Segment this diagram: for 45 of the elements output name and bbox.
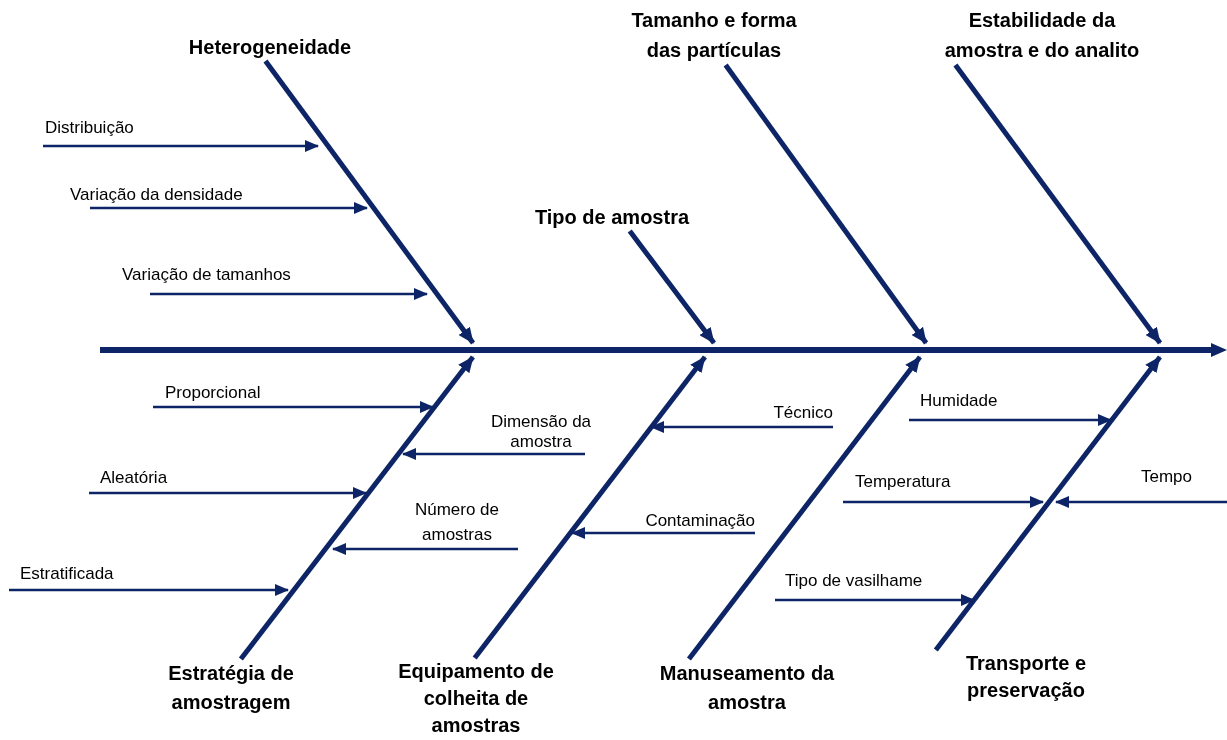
spine-arrow: [100, 343, 1227, 357]
arrow: [650, 421, 833, 433]
arrow: [571, 527, 755, 539]
cause-label: Número de amostras: [396, 497, 518, 549]
arrow: [332, 543, 518, 555]
arrow: [627, 229, 716, 345]
arrow: [238, 355, 475, 661]
cause-label: Variação da densidade: [70, 184, 243, 208]
arrow: [9, 584, 289, 596]
arrow: [153, 401, 434, 413]
cause-label: Contaminação: [612, 510, 755, 533]
cause-label: Distribuição: [43, 117, 134, 146]
arrow: [843, 496, 1044, 508]
arrow: [263, 59, 476, 345]
category-label: Manuseamento da amostra: [629, 659, 865, 717]
arrow: [953, 63, 1163, 345]
category-label: Tamanho e forma das partículas: [614, 5, 814, 65]
arrow: [933, 355, 1162, 652]
category-label: Tipo de amostra: [502, 203, 722, 231]
cause-label: Humidade: [909, 390, 998, 420]
cause-label: Estratificada: [9, 563, 114, 590]
arrow: [472, 355, 707, 660]
cause-label: Tempo: [1141, 466, 1227, 502]
arrow: [43, 140, 319, 152]
arrow: [909, 414, 1112, 426]
arrow: [775, 594, 975, 606]
cause-label: Tipo de vasilhame: [775, 570, 923, 600]
category-label: Transporte e preservação: [931, 650, 1121, 704]
arrow: [150, 288, 428, 300]
arrow: [90, 202, 368, 214]
arrow: [89, 487, 367, 499]
cause-label: Técnico: [703, 402, 833, 427]
cause-label: Dimensão da amostra: [488, 412, 594, 454]
cause-label: Proporcional: [153, 382, 261, 407]
category-label: Estabilidade da amostra e do analito: [929, 5, 1155, 65]
category-label: Equipamento de colheita de amostras: [388, 658, 564, 739]
category-label: Estratégia de amostragem: [136, 659, 326, 717]
arrow: [1055, 496, 1227, 508]
arrow: [723, 63, 929, 345]
cause-label: Temperatura: [843, 471, 951, 502]
category-label: Heterogeneidade: [150, 33, 390, 61]
arrow: [686, 355, 922, 661]
cause-label: Aleatória: [89, 467, 168, 493]
arrow: [402, 448, 585, 460]
cause-label: Variação de tamanhos: [122, 264, 291, 294]
